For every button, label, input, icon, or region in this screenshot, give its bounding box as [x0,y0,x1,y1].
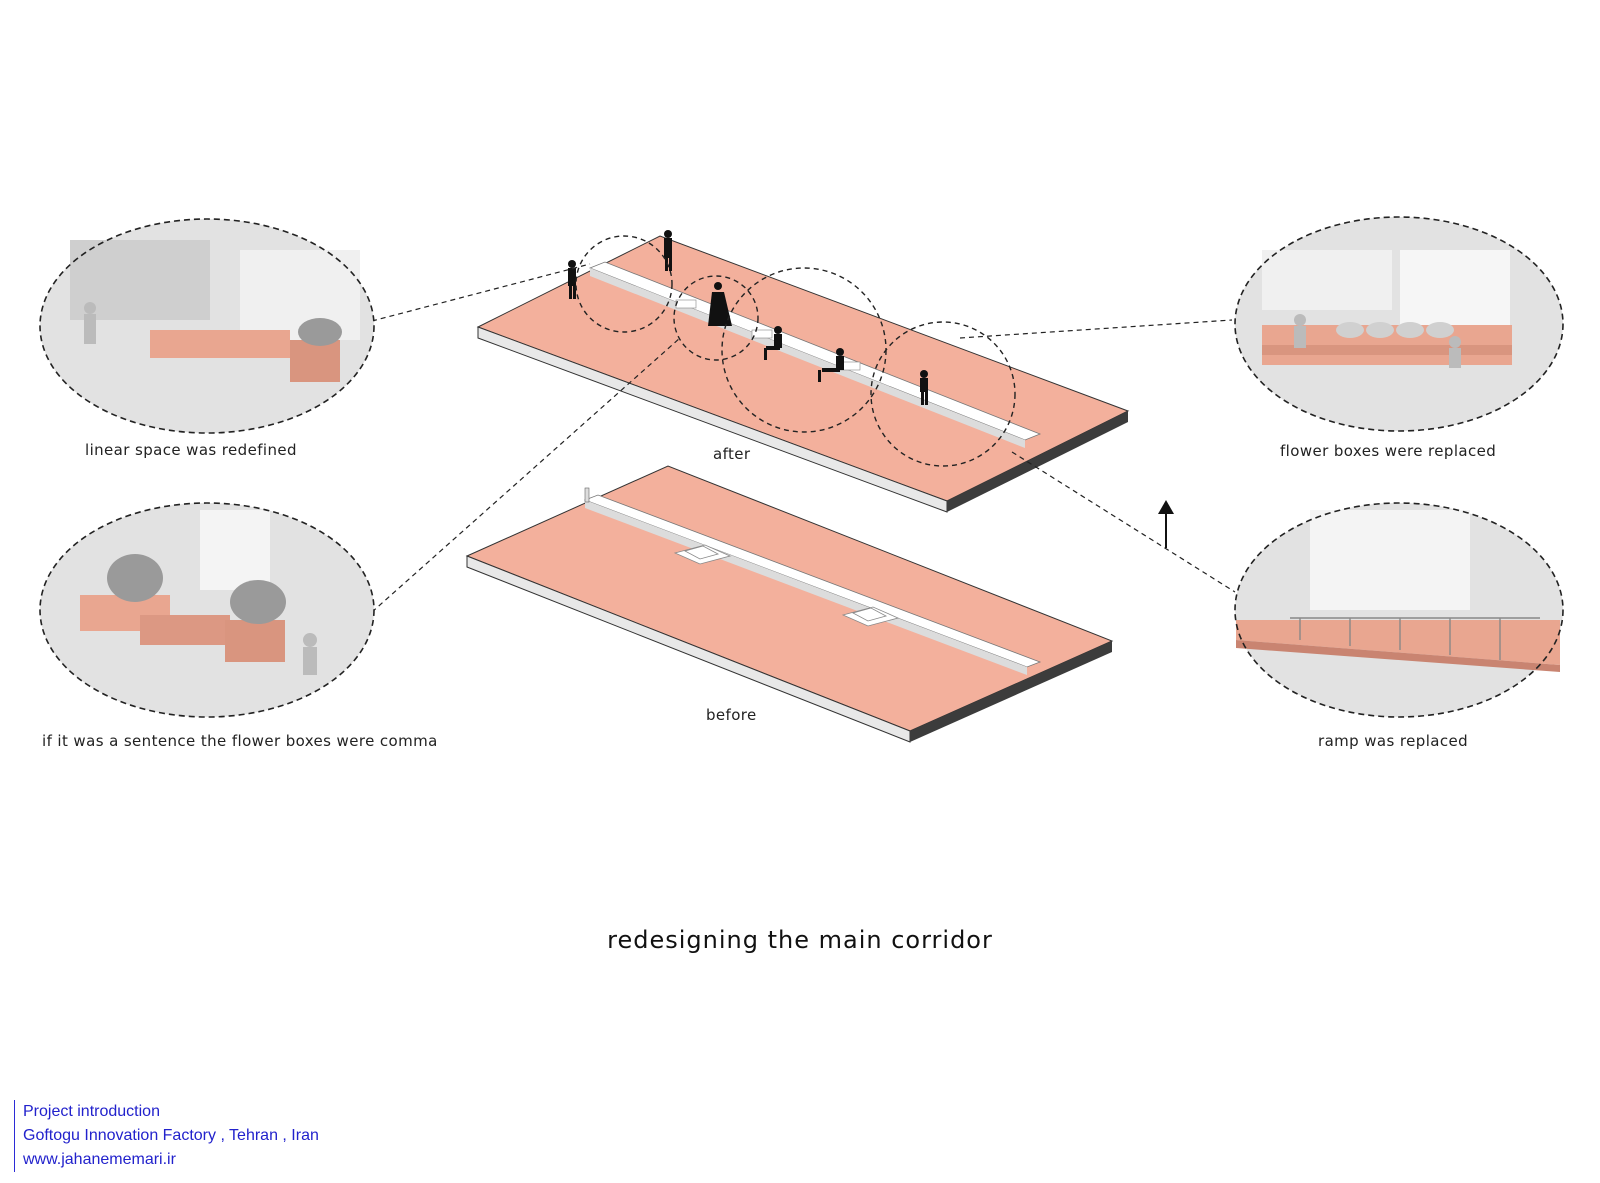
footer-website-link[interactable]: www.jahanememari.ir [23,1151,176,1168]
north-arrow-icon [1158,500,1174,548]
caption-flower-boxes-replaced: flower boxes were replaced [1280,442,1497,460]
leader-lines [371,263,1236,613]
vignette-top-left [39,218,375,434]
after-slab [476,230,1130,513]
vignette-bottom-left [39,502,375,718]
footer-credits: Project introduction Goftogu Innovation … [14,1100,319,1172]
footer-line-project: Project introduction [23,1103,160,1120]
caption-after: after [713,445,751,463]
page-title: redesigning the main corridor [607,926,993,954]
vignette-top-right [1234,216,1564,432]
caption-linear-space: linear space was redefined [85,441,297,459]
caption-flower-boxes-comma: if it was a sentence the flower boxes we… [42,732,438,750]
vignette-bottom-right [1234,502,1564,718]
footer-line-location: Goftogu Innovation Factory , Tehran , Ir… [23,1127,319,1144]
caption-ramp-replaced: ramp was replaced [1318,732,1469,750]
before-slab [465,465,1114,743]
caption-before: before [706,706,757,724]
